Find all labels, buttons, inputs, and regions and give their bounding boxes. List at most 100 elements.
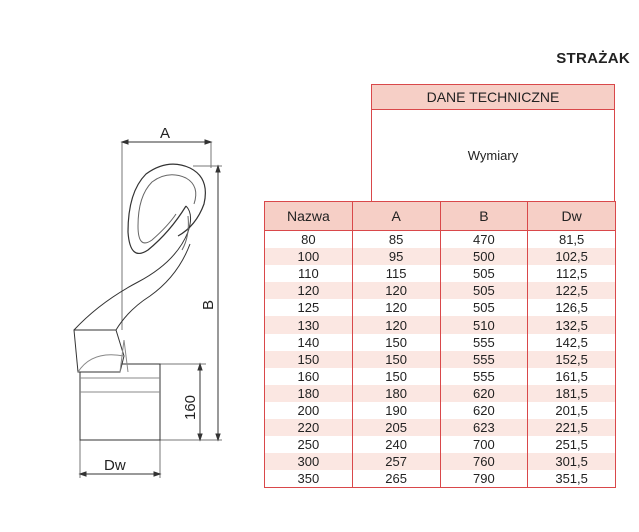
cell-a: 180 [351, 384, 441, 402]
label-160: 160 [182, 395, 199, 420]
arrow-icon [197, 362, 203, 371]
cell-nazwa: 150 [264, 350, 353, 368]
cell-dw: 142,5 [527, 333, 616, 351]
cell-b: 500 [439, 248, 529, 266]
spec-subheader: Wymiary [467, 148, 519, 163]
cell-a: 240 [351, 436, 441, 454]
cell-nazwa: 110 [264, 265, 353, 283]
arrow-icon [78, 471, 87, 477]
column-header: Dw [527, 201, 616, 231]
cell-a: 85 [351, 230, 441, 249]
cell-b: 555 [439, 333, 529, 351]
spec-panel [371, 84, 615, 201]
arrow-icon [197, 433, 203, 442]
cell-b: 620 [439, 384, 529, 402]
cell-a: 257 [351, 453, 441, 471]
cell-b: 623 [439, 419, 529, 437]
cell-nazwa: 300 [264, 453, 353, 471]
cowl-shading [119, 339, 129, 373]
cell-a: 190 [351, 401, 441, 420]
cell-dw: 351,5 [527, 470, 616, 488]
cell-a: 95 [351, 248, 441, 266]
hood-outer [127, 163, 206, 254]
cell-dw: 132,5 [527, 316, 616, 334]
cell-a: 120 [351, 299, 441, 317]
arrow-icon [120, 139, 129, 145]
cell-b: 505 [439, 265, 529, 283]
cell-b: 505 [439, 282, 529, 300]
cowl-outline [73, 205, 192, 331]
cell-dw: 152,5 [527, 350, 616, 368]
arrow-icon [215, 164, 221, 173]
cell-dw: 102,5 [527, 248, 616, 266]
cell-dw: 181,5 [527, 384, 616, 402]
cell-nazwa: 180 [264, 384, 353, 402]
hood-edge [181, 215, 189, 251]
cell-dw: 122,5 [527, 282, 616, 300]
arrow-icon [215, 433, 221, 442]
cell-dw: 161,5 [527, 367, 616, 385]
cell-nazwa: 250 [264, 436, 353, 454]
cell-dw: 301,5 [527, 453, 616, 471]
cowl-outline [115, 243, 191, 331]
cell-a: 120 [351, 282, 441, 300]
label-dw: Dw [104, 457, 126, 474]
cell-a: 205 [351, 419, 441, 437]
cell-a: 115 [351, 265, 441, 283]
cell-b: 510 [439, 316, 529, 334]
cell-nazwa: 120 [264, 282, 353, 300]
cowl-outlet [73, 329, 125, 373]
cell-dw: 221,5 [527, 419, 616, 437]
cell-a: 150 [351, 350, 441, 368]
cowl-shading [77, 354, 125, 373]
pipe-socket [79, 363, 161, 441]
cell-dw: 112,5 [527, 265, 616, 283]
cell-b: 555 [439, 367, 529, 385]
label-b: B [200, 300, 217, 310]
cell-a: 265 [351, 470, 441, 488]
arrow-icon [204, 139, 213, 145]
table-header-row: Nazwa A B Dw [264, 201, 616, 231]
cell-b: 505 [439, 299, 529, 317]
cell-a: 150 [351, 333, 441, 351]
column-header: B [439, 201, 529, 231]
cell-b: 555 [439, 350, 529, 368]
cell-dw: 126,5 [527, 299, 616, 317]
cell-b: 470 [439, 230, 529, 249]
cell-a: 120 [351, 316, 441, 334]
arrow-icon [153, 471, 162, 477]
cell-nazwa: 100 [264, 248, 353, 266]
cell-nazwa: 200 [264, 401, 353, 420]
technical-drawing: A B 160 Dw [73, 125, 222, 478]
cell-dw: 201,5 [527, 401, 616, 420]
cell-b: 700 [439, 436, 529, 454]
cell-nazwa: 140 [264, 333, 353, 351]
cell-b: 760 [439, 453, 529, 471]
cell-nazwa: 80 [264, 230, 353, 249]
cell-nazwa: 130 [264, 316, 353, 334]
label-a: A [160, 125, 170, 142]
cell-b: 620 [439, 401, 529, 420]
column-header: Nazwa [264, 201, 353, 231]
cell-nazwa: 125 [264, 299, 353, 317]
column-header: A [351, 201, 441, 231]
hood-inner [137, 174, 197, 244]
cell-b: 790 [439, 470, 529, 488]
cell-dw: 251,5 [527, 436, 616, 454]
